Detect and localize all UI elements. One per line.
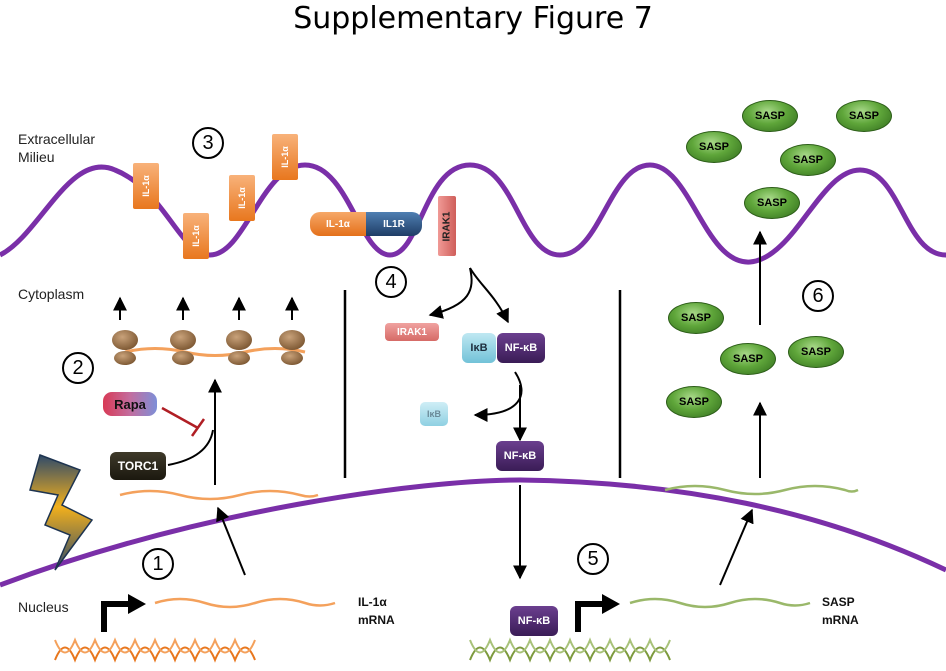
il1a-mrna-label-line1: IL-1α [358,595,387,609]
il1a-mrna-cytoplasm [119,489,319,501]
il1r-receptor: IL1R [366,212,422,236]
sasp-factor: SASP [720,343,776,375]
ribosome-icon [279,330,305,365]
step-2-marker: 2 [62,352,94,384]
torc1-complex: TORC1 [110,452,166,480]
il1a-surface-protein: IL-1α [272,134,298,180]
nfkb-free: NF-κB [496,441,544,471]
dna-helix-icon [469,637,671,663]
arrow-irak1-release [428,267,473,319]
dna-helix-icon [54,637,256,663]
nfkb-nuclear: NF-κB [510,606,558,636]
sasp-factor: SASP [686,131,742,163]
arrow-torc1-activation [167,429,214,466]
transcription-start-arrow-icon [575,594,620,632]
il1a-surface-protein: IL-1α [183,213,209,259]
step-1-marker: 1 [142,548,174,580]
sasp-mrna-nuclear [629,597,811,609]
lightning-bolt-icon [29,454,94,571]
step-6-marker: 6 [802,280,834,312]
step-3-marker: 3 [192,127,224,159]
il1a-bound-ligand: IL-1α [310,212,366,236]
rapa-inhibition [161,406,206,437]
sasp-factor: SASP [742,100,798,132]
arrow-ikb-degrade [473,371,523,422]
il1a-surface-protein: IL-1α [229,175,255,221]
arrow-nfkb-activate [469,267,509,324]
step-5-marker: 5 [577,543,609,575]
figure-title: Supplementary Figure 7 [293,1,653,36]
ribosome-icon [226,330,252,365]
irak1-degraded: IRAK1 [385,323,439,341]
nfkb-protein: NF-κB [497,333,545,363]
irak1-kinase: IRAK1 [438,196,456,256]
il1a-surface-protein: IL-1α [133,163,159,209]
nuclear-membrane [0,477,946,588]
sasp-factor: SASP [788,336,844,368]
il1a-mrna-nuclear [154,597,336,609]
transcription-start-arrow-icon [101,594,146,632]
step-4-marker: 4 [375,266,407,298]
region-cytoplasm-label: Cytoplasm [18,286,85,302]
ikb-degraded: IκB [420,402,448,426]
ribosome-icon [170,330,196,365]
rapamycin: Rapa [103,392,157,416]
il1a-mrna-label-line2: mRNA [358,613,395,627]
sasp-factor: SASP [666,386,722,418]
ribosome-icon [112,330,138,365]
region-extracellular-label: Extracellular Milieu [18,131,96,165]
region-nucleus-label: Nucleus [18,599,69,615]
arrow-sasp-mrna-export [719,508,754,586]
sasp-mrna-label-line2: mRNA [822,613,859,627]
sasp-factor: SASP [744,187,800,219]
sasp-factor: SASP [836,100,892,132]
sasp-mrna-label-line1: SASP [822,595,855,609]
arrow-il1a-export [216,506,246,576]
sasp-factor: SASP [780,144,836,176]
ikb-protein: IκB [462,333,496,363]
sasp-mrna-cytoplasm [664,484,859,496]
polysome-mrna [124,347,306,357]
sasp-factor: SASP [668,302,724,334]
